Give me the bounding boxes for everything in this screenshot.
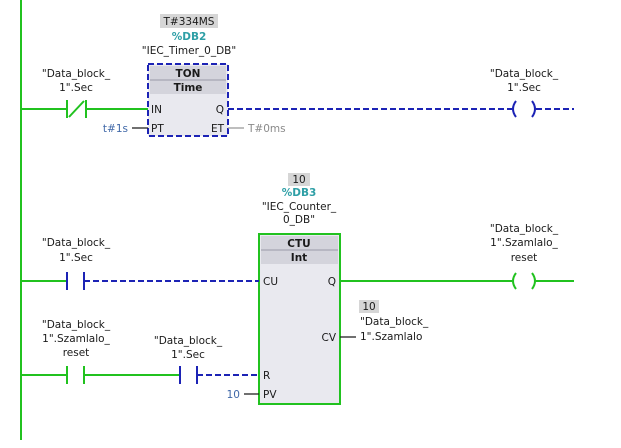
counter-network: 10 %DB3 "IEC_Counter_ 0_DB" CTU Int CU R… — [21, 173, 574, 405]
cu-contact-operand-line2[interactable]: 1".Sec — [59, 252, 93, 264]
timer-normally-closed-contact[interactable] — [66, 100, 87, 118]
r-contact-operand-line1[interactable]: "Data_block_ — [154, 335, 223, 347]
timer-instance-db[interactable]: %DB2 — [172, 31, 207, 43]
ctu-pv-value[interactable]: 10 — [227, 389, 240, 401]
timer-coil-operand-line2[interactable]: 1".Sec — [507, 82, 541, 94]
ton-pin-et: ET — [211, 123, 225, 135]
reset-contact-operand-line3[interactable]: reset — [63, 347, 90, 359]
timer-contact-operand-line2[interactable]: 1".Sec — [59, 82, 93, 94]
cv-current-value-badge — [359, 300, 379, 313]
counter-current-value-badge — [288, 173, 310, 186]
cv-operand-line2[interactable]: 1".Szamlalo — [360, 331, 422, 343]
counter-coil-operand-line2[interactable]: 1".Szamlalo_ — [490, 237, 558, 249]
ctu-pin-r: R — [263, 370, 270, 382]
timer-instance-name[interactable]: "IEC_Timer_0_DB" — [142, 45, 236, 57]
counter-instance-db[interactable]: %DB3 — [282, 187, 317, 199]
ctu-subtype-label[interactable]: Int — [291, 252, 307, 264]
reset-contact-operand-line2[interactable]: 1".Szamlalo_ — [42, 333, 110, 345]
cu-contact-operand-line1[interactable]: "Data_block_ — [42, 237, 111, 249]
r-contact-operand-line2[interactable]: 1".Sec — [171, 349, 205, 361]
ctu-pin-cu: CU — [263, 276, 278, 288]
timer-contact-operand-line1[interactable]: "Data_block_ — [42, 68, 111, 80]
r-normally-open-contact[interactable] — [179, 366, 198, 384]
ton-type-label: TON — [176, 68, 201, 80]
ton-pin-pt: PT — [151, 123, 164, 135]
ton-subtype-label[interactable]: Time — [174, 82, 203, 94]
timer-current-value-badge — [160, 14, 218, 28]
reset-normally-open-contact[interactable] — [66, 366, 85, 384]
timer-current-value: T#334MS — [163, 16, 215, 28]
cv-operand-line1[interactable]: "Data_block_ — [360, 316, 429, 328]
cv-current-value: 10 — [362, 301, 375, 313]
timer-network: T#334MS %DB2 "IEC_Timer_0_DB" "Data_bloc… — [21, 14, 574, 137]
counter-instance-name-line2[interactable]: 0_DB" — [283, 214, 315, 226]
counter-instance-name-line1[interactable]: "IEC_Counter_ — [262, 201, 337, 213]
counter-coil-operand-line3[interactable]: reset — [511, 252, 538, 264]
ctu-pin-q: Q — [328, 276, 336, 288]
timer-output-coil[interactable] — [512, 100, 536, 118]
counter-current-value: 10 — [292, 174, 305, 186]
ctu-type-label: CTU — [287, 238, 310, 250]
ton-pin-in: IN — [151, 104, 162, 116]
ton-pin-q: Q — [216, 104, 224, 116]
cu-normally-open-contact[interactable] — [66, 272, 85, 290]
counter-output-coil[interactable] — [512, 272, 536, 290]
timer-coil-operand-line1[interactable]: "Data_block_ — [490, 68, 559, 80]
ctu-pin-cv: CV — [321, 332, 336, 344]
reset-contact-operand-line1[interactable]: "Data_block_ — [42, 319, 111, 331]
ctu-pin-pv: PV — [263, 389, 277, 401]
ton-et-value[interactable]: T#0ms — [247, 123, 286, 135]
counter-coil-operand-line1[interactable]: "Data_block_ — [490, 223, 559, 235]
ton-pt-value[interactable]: t#1s — [103, 123, 128, 135]
